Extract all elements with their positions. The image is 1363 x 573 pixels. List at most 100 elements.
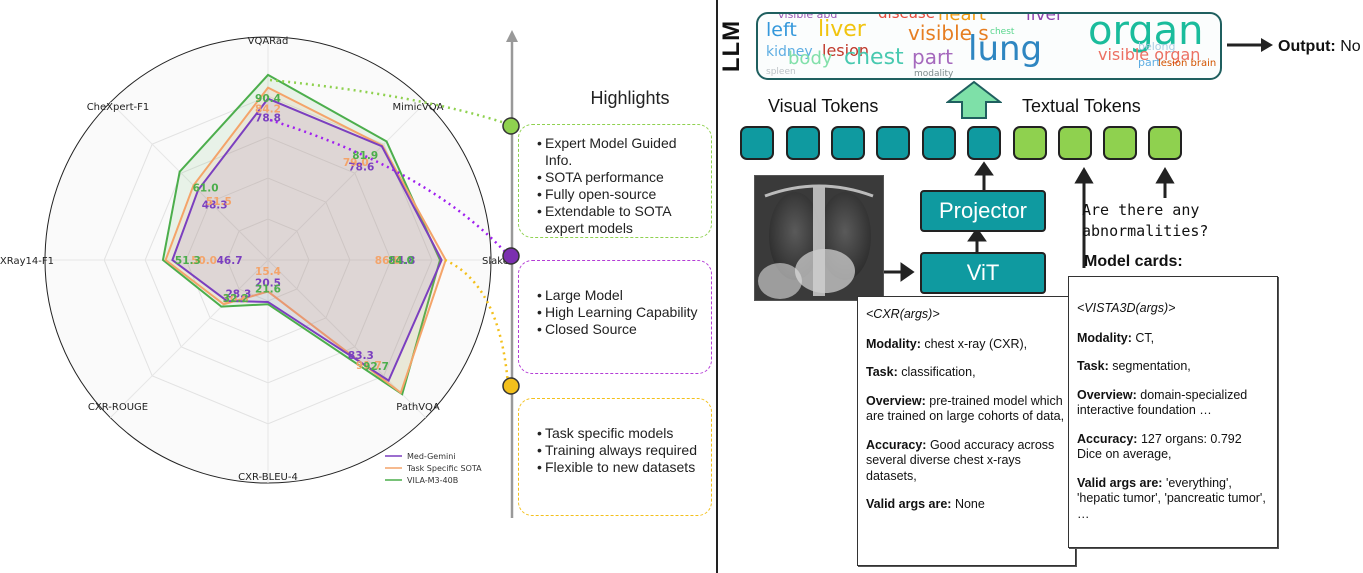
card-cxr-modality-label: Modality:	[866, 336, 921, 351]
radar-value-label: 86.8	[375, 255, 401, 267]
cloud-word: kidney	[766, 44, 813, 60]
visual-token	[831, 126, 865, 160]
architecture-panel: LLM visible abddiseaseheartliverorganlef…	[718, 0, 1363, 573]
cloud-word: organ	[1088, 14, 1203, 54]
radar-series-vila-m3-40b	[161, 73, 442, 396]
card-vista-args-label: Valid args are:	[1077, 475, 1163, 490]
card-vista-modality-label: Modality:	[1077, 330, 1132, 345]
card-cxr-overview: pre-trained model which are trained on l…	[866, 393, 1065, 424]
legend-label-task-sota: Task Specific SOTA	[406, 464, 482, 473]
radar-value-label: 84.8	[389, 255, 415, 267]
radar-value-label: 51.5	[206, 196, 232, 208]
textual-token	[1013, 126, 1047, 160]
cloud-word: modality	[914, 69, 954, 78]
highlight-item: High Learning Capability	[537, 304, 703, 321]
card-cxr-task-label: Task:	[866, 365, 898, 379]
cloud-word: heart	[938, 14, 986, 25]
radar-value-label: 78.6	[348, 162, 374, 174]
cloud-word: lesion brain	[1158, 58, 1216, 69]
radar-value-label: 91.7	[356, 360, 382, 372]
radar-value-label: 28.3	[225, 289, 251, 301]
card-vista-modality: CT,	[1135, 330, 1155, 345]
radar-spoke	[109, 259, 269, 419]
visual-token	[740, 126, 774, 160]
radar-value-label: 51.3	[175, 255, 201, 267]
model-card-cxr: <CXR(args)> Modality: chest x-ray (CXR),…	[857, 296, 1076, 566]
highlight-item: Flexible to new datasets	[537, 459, 703, 476]
radar-spoke	[267, 101, 427, 261]
radar-value-label: 90.4	[255, 93, 281, 105]
connector-green	[269, 78, 509, 126]
arrow-vit-to-projector-icon	[967, 227, 987, 242]
visual-token	[786, 126, 820, 160]
visual-token	[967, 126, 1001, 160]
card-vista-task-label: Task:	[1077, 359, 1109, 373]
visual-tokens-label: Visual Tokens	[768, 96, 879, 116]
output-arrow-icon	[1227, 38, 1273, 52]
cloud-word: left	[766, 19, 797, 41]
radar-value-label: 50.0	[191, 255, 217, 267]
radar-axis-label: Slake	[482, 256, 509, 267]
radar-series-task-specific-sota	[164, 86, 447, 395]
radar-value-label: 83.3	[348, 350, 374, 362]
radar-series-med-gemini	[171, 97, 443, 383]
timeline-arrow-icon	[506, 30, 518, 42]
output-value: No	[1340, 38, 1361, 55]
cloud-word: chest	[990, 27, 1015, 37]
highlight-item: Large Model	[537, 287, 703, 304]
cloud-word: belong	[1138, 40, 1176, 53]
radar-axis-label: CXR-ROUGE	[88, 402, 148, 413]
card-cxr-signature: <CXR(args)>	[866, 307, 940, 321]
textual-token	[1103, 126, 1137, 160]
radar-value-label: 84.2	[255, 104, 281, 116]
flow-arrows	[884, 161, 1175, 282]
highlight-item: Extendable to SOTA expert models	[537, 203, 703, 237]
radar-value-label: 61.0	[193, 183, 219, 195]
cloud-word: visible abd	[778, 14, 837, 21]
arrow-image-to-vit-icon	[900, 262, 915, 282]
highlight-item: Fully open-source	[537, 186, 703, 203]
card-vista-args: 'everything', 'hepatic tumor', 'pancreat…	[1077, 475, 1266, 521]
card-cxr-accuracy-label: Accuracy:	[866, 437, 927, 452]
card-vista-overview: domain-specialized interactive foundatio…	[1077, 387, 1248, 418]
radar-value-label: 46.7	[217, 255, 243, 267]
radar-value-label: 30.6	[223, 293, 249, 305]
cloud-word: disease	[878, 14, 935, 22]
chest-xray-image	[754, 175, 884, 301]
llm-word-cloud: visible abddiseaseheartliverorganleftliv…	[756, 12, 1222, 80]
highlight-item: Task specific models	[537, 425, 703, 442]
card-cxr-overview-label: Overview:	[866, 393, 926, 408]
cloud-word: part	[1138, 56, 1161, 69]
highlight-item: SOTA performance	[537, 169, 703, 186]
textual-token	[1148, 126, 1182, 160]
card-cxr-args: None	[954, 497, 985, 511]
question-text: Are there any abnormalities?	[1082, 201, 1209, 240]
radar-value-label: 20.5	[255, 277, 281, 289]
card-vista-accuracy: 127 organs: 0.792 Dice on average,	[1077, 431, 1242, 462]
model-card-vista3d: <VISTA3D(args)> Modality: CT, Task: segm…	[1068, 276, 1278, 548]
visual-token	[876, 126, 910, 160]
timeline-node-green	[502, 117, 520, 135]
radar-value-label: 21.6	[255, 283, 281, 295]
vit-block: ViT	[920, 252, 1046, 294]
arrow-question-to-tokens-icon	[1155, 167, 1175, 184]
card-cxr-accuracy: Good accuracy across several diverse che…	[866, 437, 1055, 483]
cloud-word: chest	[844, 45, 904, 70]
card-vista-task: segmentation,	[1112, 359, 1191, 373]
radar-axis-label: PathVQA	[396, 402, 440, 413]
cloud-word: liver	[1026, 14, 1063, 25]
radar-axis-label: CXR-BLEU-4	[238, 472, 298, 483]
cloud-word: body	[788, 48, 833, 69]
radar-axis-label: CheXpert-F1	[87, 102, 150, 113]
radar-spoke	[109, 101, 269, 261]
highlight-box-med-gemini: Large ModelHigh Learning CapabilityClose…	[518, 260, 712, 374]
radar-value-label: 84.0	[388, 255, 414, 267]
radar-axis-label: XRay14-F1	[0, 256, 54, 267]
highlight-item: Closed Source	[537, 321, 703, 338]
output-text: Output: No	[1278, 38, 1361, 56]
timeline-node-yellow	[502, 377, 520, 395]
radar-value-label: 15.4	[255, 266, 281, 278]
card-cxr-modality: chest x-ray (CXR),	[924, 336, 1028, 351]
model-cards-title: Model cards:	[1084, 253, 1183, 270]
